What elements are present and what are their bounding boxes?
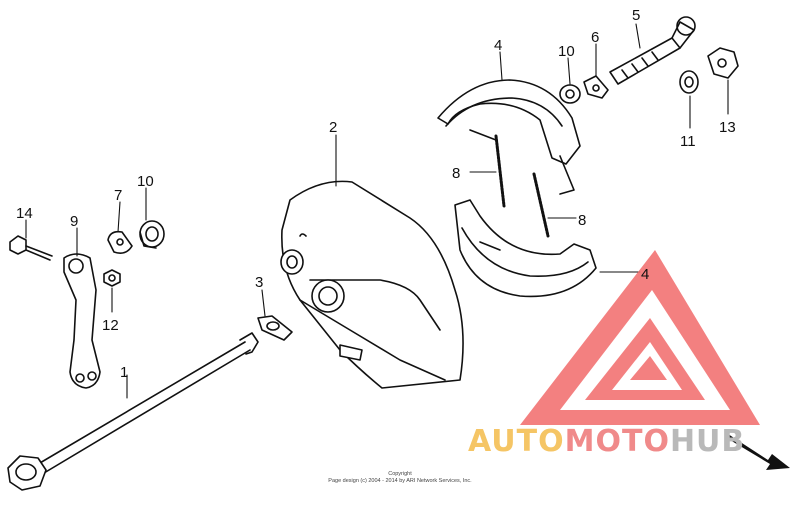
watermark-moto: MOTO — [564, 424, 670, 459]
watermark-text: AUTOMOTOHUB — [468, 424, 745, 459]
callout-9: 9 — [70, 213, 78, 230]
callout-8-bottom: 8 — [578, 212, 586, 229]
copyright-text: Page design (c) 2004 - 2014 by ARI Netwo… — [328, 478, 472, 484]
seal-part-left — [139, 220, 165, 249]
brake-arm-part — [63, 253, 101, 389]
callout-3: 3 — [255, 274, 263, 291]
indicator-plate-part — [107, 230, 133, 254]
leader-lines — [25, 23, 729, 399]
callout-1: 1 — [120, 364, 128, 381]
brake-shoe-bottom — [454, 199, 597, 298]
callout-8-top: 8 — [452, 165, 460, 182]
callout-4-top: 4 — [494, 37, 502, 54]
callout-5: 5 — [632, 7, 640, 24]
nut-part — [103, 269, 121, 287]
brake-shoe-top — [437, 79, 581, 195]
nut-part-13 — [707, 47, 739, 79]
callout-2: 2 — [329, 119, 337, 136]
spring-part-2 — [532, 172, 550, 238]
washer-part-small — [583, 75, 609, 99]
callout-14: 14 — [16, 205, 33, 222]
washer-part — [257, 315, 293, 341]
brake-panel-part — [280, 180, 464, 389]
callout-10-right: 10 — [558, 43, 575, 60]
bolt-part — [9, 235, 53, 261]
seal-part-right — [559, 84, 581, 104]
copyright-heading: Copyright — [388, 471, 412, 477]
spring-part-1 — [494, 134, 506, 208]
washer-part-11 — [679, 70, 699, 94]
watermark-hub: HUB — [669, 424, 746, 459]
callout-12: 12 — [102, 317, 119, 334]
axle-part — [7, 332, 259, 491]
callout-4-bottom: 4 — [641, 266, 649, 283]
watermark-auto: AUTO — [468, 424, 565, 459]
callout-6: 6 — [591, 29, 599, 46]
callout-7: 7 — [114, 187, 122, 204]
callout-13: 13 — [719, 119, 736, 136]
front-arrow-icon — [728, 434, 790, 470]
watermark-logo-icon — [520, 250, 760, 425]
callout-11: 11 — [680, 133, 696, 150]
brake-cam-part — [609, 16, 696, 85]
callout-10-left: 10 — [137, 173, 154, 190]
